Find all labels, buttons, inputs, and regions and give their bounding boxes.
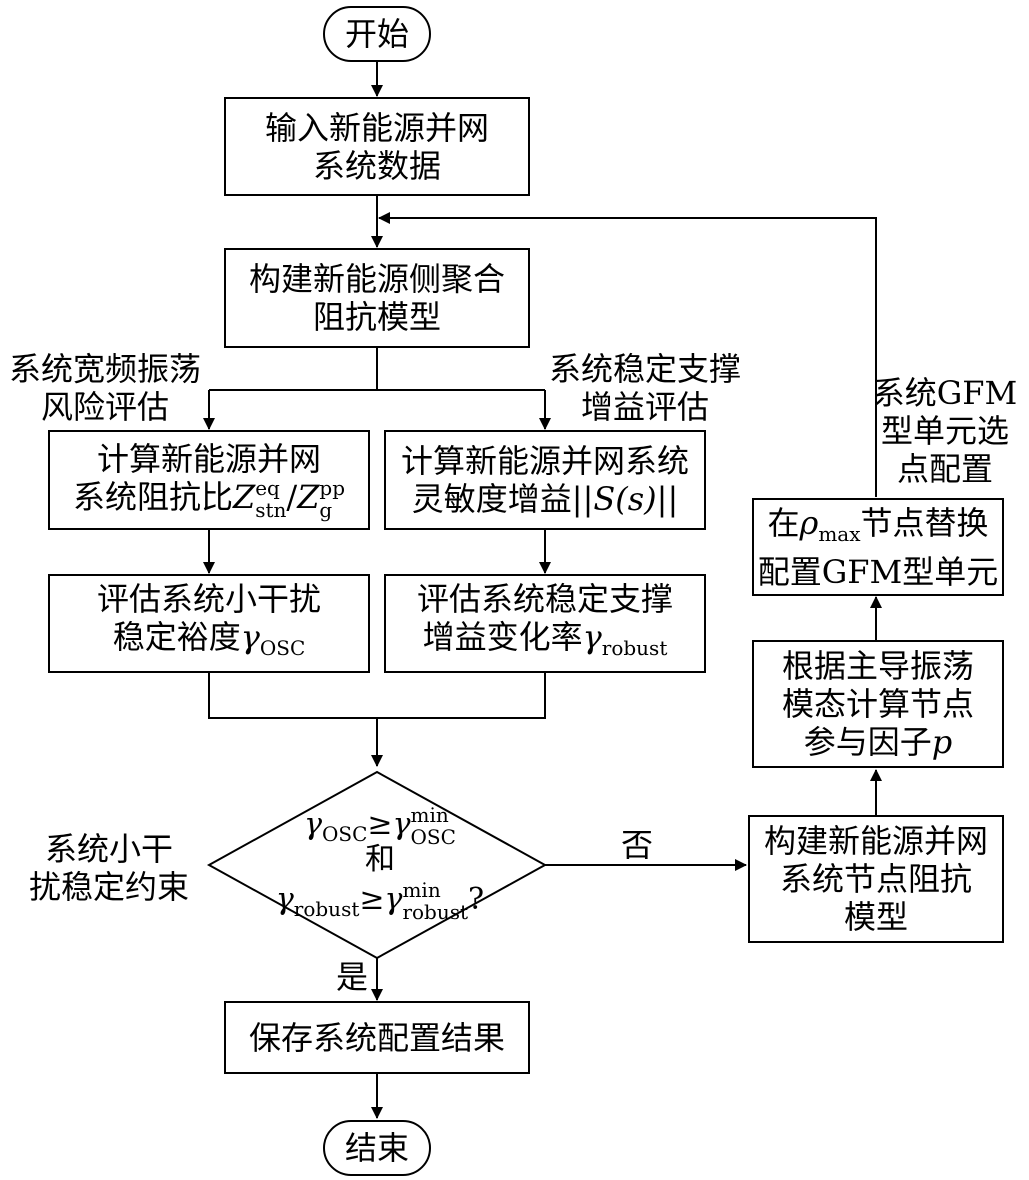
decision-and-text: 和 [365,842,395,877]
z1-sup: eq [255,476,280,501]
z-symbol: Z [232,477,256,516]
calc-sensitivity-line-1: 计算新能源并网系统 [400,442,689,480]
rho-sub: max [818,521,861,546]
eval-rate-box: 评估系统稳定支撑 增益变化率γrobust [384,574,706,673]
support-gain-line-1: 系统稳定支撑 [548,350,741,388]
osc-risk-line-1: 系统宽频振荡 [8,350,201,388]
participation-line-3: 参与因子p [804,723,953,761]
gfm-config-line-1: 系统GFM [872,374,1018,412]
replace-line-2: 配置GFM型单元 [757,552,999,591]
participation-factor-box: 根据主导振荡 模态计算节点 参与因子p [752,640,1004,768]
end-text: 结束 [344,1129,409,1167]
eval-margin-line-2: 稳定裕度γOSC [113,618,306,667]
gamma-robust-sub: robust [601,636,668,660]
z-symbol-2: Z [297,477,320,516]
eval-rate-prefix: 增益变化率 [422,618,583,656]
cond1-rhs-sup: min [410,803,449,827]
eval-rate-line-1: 评估系统稳定支撑 [416,580,673,618]
input-line-2: 系统数据 [312,146,441,185]
replace-suffix: 节点替换 [860,503,989,542]
save-result-box: 保存系统配置结果 [224,1001,530,1074]
start-text: 开始 [344,15,409,53]
participation-line-2: 模态计算节点 [781,685,974,723]
gamma-robust-symbol: γ [582,618,602,656]
sensitivity-norm: ||S(s)|| [571,480,679,518]
cond2-rhs-sup: min [402,878,441,902]
decision-and: 和 [215,843,545,877]
participation-prefix: 参与因子 [803,723,932,761]
z1-sub: stn [255,498,287,523]
calc-sensitivity-prefix: 灵敏度增益 [411,480,572,518]
calc-sensitivity-line-2: 灵敏度增益||S(s)|| [412,480,678,518]
start-terminal: 开始 [323,6,431,62]
yes-label: 是 [330,958,374,996]
cond1-rhs-gamma: γ [392,807,411,842]
eval-rate-line-2: 增益变化率γrobust [423,618,668,667]
cond1-rhs-sub: OSC [410,825,456,849]
build-node-line-2: 系统节点阻抗 [779,860,972,898]
save-result-text: 保存系统配置结果 [248,1018,505,1057]
arrow-loop-back [378,212,877,497]
cond2-rhs-sub: robust [402,900,469,924]
calc-impedance-line-1: 计算新能源并网 [96,439,321,478]
replace-prefix: 在 [767,503,800,542]
cond2-rhs-gamma: γ [384,882,403,917]
gamma-osc-symbol: γ [240,618,260,656]
gfm-config-line-3: 点配置 [896,450,993,488]
gfm-config-label: 系统GFM 型单元选 点配置 [870,374,1020,488]
eval-margin-box: 评估系统小干扰 稳定裕度γOSC [48,574,370,673]
build-aggregate-line-2: 阻抗模型 [312,298,441,336]
constraint-label: 系统小干 扰稳定约束 [14,830,204,906]
osc-risk-label: 系统宽频振荡 风险评估 [0,350,210,426]
participation-line-1: 根据主导振荡 [781,647,974,685]
end-terminal: 结束 [323,1120,431,1176]
eval-margin-prefix: 稳定裕度 [112,618,241,656]
build-aggregate-line-1: 构建新能源侧聚合 [248,260,505,298]
eval-margin-line-1: 评估系统小干扰 [96,580,321,618]
calc-impedance-prefix: 系统阻抗比 [72,477,233,516]
cond1-sub: OSC [322,822,368,846]
input-line-1: 输入新能源并网 [264,108,489,147]
no-label: 否 [612,826,662,864]
constraint-line-1: 系统小干 [44,830,173,868]
osc-risk-line-2: 风险评估 [40,388,169,426]
support-gain-label: 系统稳定支撑 增益评估 [540,350,750,426]
ratio-slash: / [286,477,298,516]
no-text: 否 [620,826,653,864]
participation-p-symbol: p [931,723,953,761]
cond2-geq: ≥ [359,882,385,917]
replace-gfm-box: 在ρmax节点替换 配置GFM型单元 [752,498,1004,596]
gamma-osc-sub: OSC [259,636,306,660]
build-node-line-1: 构建新能源并网 [763,822,988,860]
build-node-line-3: 模型 [843,898,908,936]
replace-line-1: 在ρmax节点替换 [767,504,988,553]
yes-text: 是 [335,958,368,996]
support-gain-line-2: 增益评估 [580,388,709,426]
cond2-gamma: γ [275,882,294,917]
calc-sensitivity-box: 计算新能源并网系统 灵敏度增益||S(s)|| [384,430,706,530]
z2-sup: pp [319,476,346,501]
build-node-impedance-box: 构建新能源并网 系统节点阻抗 模型 [748,815,1004,943]
gfm-config-line-2: 型单元选 [880,412,1009,450]
constraint-line-2: 扰稳定约束 [28,868,189,906]
build-aggregate-box: 构建新能源侧聚合 阻抗模型 [224,248,530,348]
z2-sub: g [319,498,333,523]
input-data-box: 输入新能源并网 系统数据 [224,97,530,196]
cond2-question: ? [468,882,485,917]
cond1-geq: ≥ [367,807,393,842]
cond1-gamma: γ [304,807,323,842]
rho-symbol: ρ [799,503,819,542]
line-merge [208,673,546,719]
cond2-sub: robust [293,897,360,921]
